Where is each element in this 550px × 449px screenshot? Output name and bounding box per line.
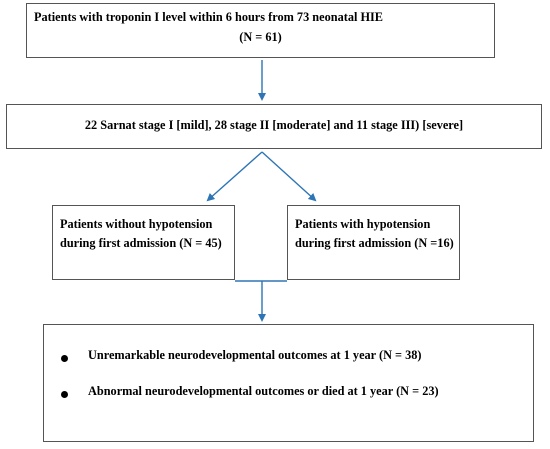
box-without-hypotension-text: Patients without hypotension during firs…	[60, 217, 222, 250]
box-with-hypotension: Patients with hypotension during first a…	[287, 205, 460, 280]
box-with-hypotension-text: Patients with hypotension during first a…	[295, 217, 454, 250]
arrow-stage-to-left	[206, 151, 263, 202]
bullet-icon	[61, 355, 68, 362]
outcome-item-abnormal: Abnormal neurodevelopmental outcomes or …	[88, 384, 439, 398]
box-patients-troponin: Patients with troponin I level within 6 …	[26, 3, 495, 58]
arrow-stage-to-right	[261, 151, 317, 202]
box-sarnat-stages: 22 Sarnat stage I [mild], 28 stage II [m…	[6, 104, 542, 149]
box-patients-troponin-line1: Patients with troponin I level within 6 …	[34, 10, 384, 24]
bullet-icon	[61, 391, 68, 398]
box-sarnat-stages-text: 22 Sarnat stage I [mild], 28 stage II [m…	[84, 118, 464, 132]
box-patients-troponin-line2: (N = 61)	[239, 30, 282, 44]
outcome-item-unremarkable: Unremarkable neurodevelopmental outcomes…	[88, 348, 422, 362]
box-without-hypotension: Patients without hypotension during firs…	[52, 205, 235, 280]
box-outcomes: Unremarkable neurodevelopmental outcomes…	[43, 324, 534, 442]
